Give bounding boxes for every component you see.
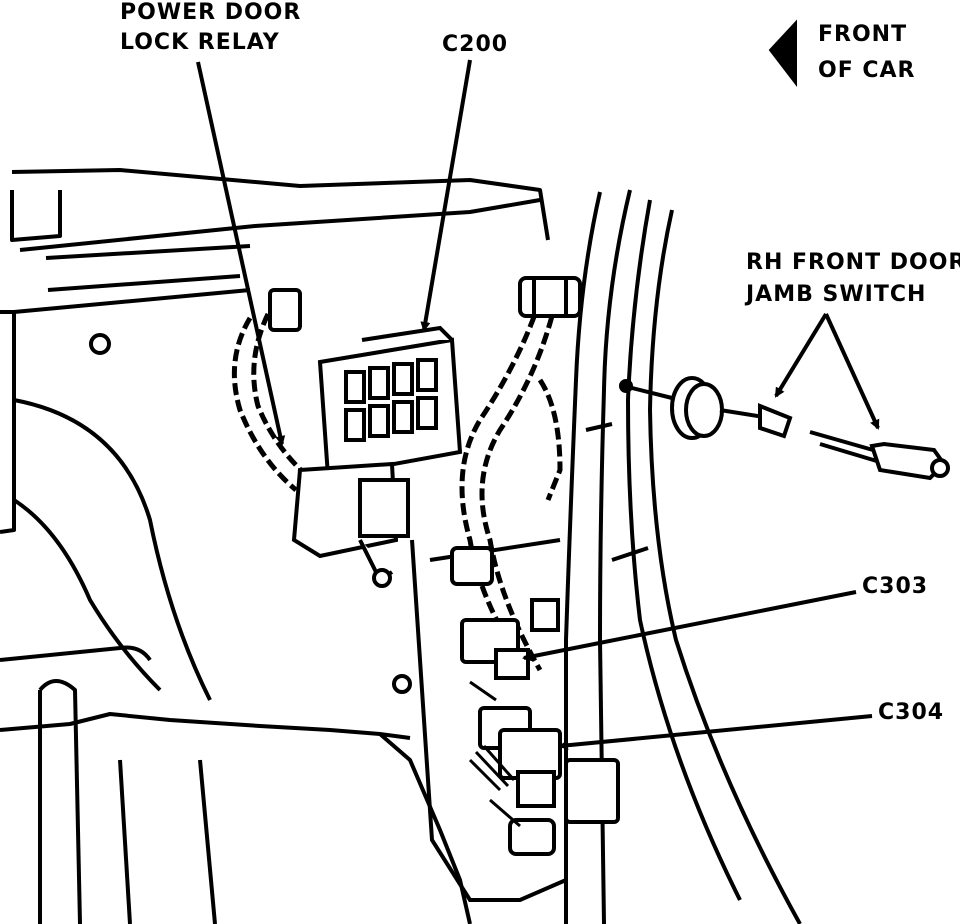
c304-label: C304 (878, 700, 945, 725)
jamb-switch (619, 376, 950, 481)
power-door-lock-relay-label-line1: POWER DOOR (120, 0, 302, 25)
power-door-lock-relay-label-line2: LOCK RELAY (120, 30, 280, 55)
leader-c304 (558, 714, 873, 751)
leader-c303 (522, 590, 857, 662)
jamb-switch-label-line1: RH FRONT DOOR (746, 250, 960, 275)
leader-c200 (420, 59, 472, 332)
leader-lines (196, 59, 880, 751)
c200-label: C200 (442, 32, 509, 57)
front-of-car-label-line1: FRONT (818, 22, 908, 47)
leader-power-door-lock-relay (196, 61, 286, 446)
front-of-car-label-line2: OF CAR (818, 58, 916, 83)
jamb-switch-label-line2: JAMB SWITCH (746, 282, 927, 307)
connector-hatching (468, 680, 521, 828)
c303-label: C303 (862, 574, 929, 599)
dashboard-panel (0, 168, 550, 924)
power-door-lock-relay (291, 461, 410, 588)
door-pillar (564, 189, 802, 924)
harness-connector (268, 276, 582, 332)
arrow-left-icon (768, 19, 797, 87)
wiring-harness (231, 299, 563, 672)
leader-jamb-switch-left (774, 312, 828, 398)
leader-jamb-switch-right (824, 313, 880, 430)
fuse-block-c200 (317, 325, 463, 479)
connector-cluster (450, 546, 620, 856)
